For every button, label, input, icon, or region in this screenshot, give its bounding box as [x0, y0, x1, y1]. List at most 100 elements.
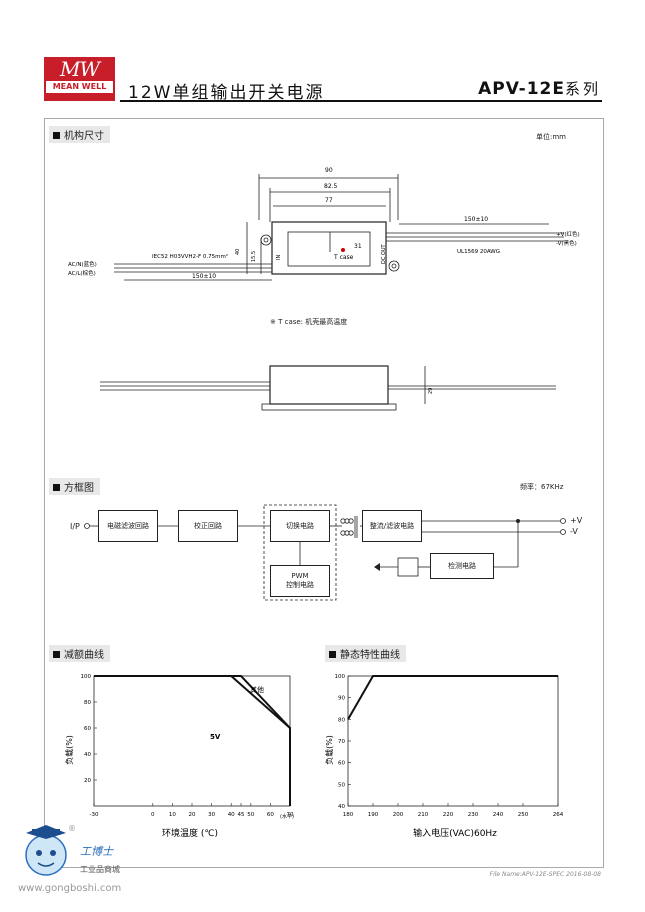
ac-n-label: AC/N(蓝色) [68, 260, 97, 268]
dim-length-left: 150±10 [192, 273, 216, 280]
in-label: IN [276, 255, 282, 260]
static-y-tick-label: 80 [338, 717, 345, 723]
v-minus-label: -V(黑色) [556, 239, 577, 247]
ip-label: I/P [70, 522, 80, 531]
section-mechanical-label: 机构尺寸 [64, 131, 104, 142]
tcase-point [341, 248, 345, 252]
derating-y-tick-label: 60 [84, 726, 91, 732]
static-y-tick-label: 50 [338, 782, 345, 788]
derating-x-tick-label: 45 [238, 812, 245, 818]
section-static: 静态特性曲线 [325, 645, 406, 662]
static-ylabel: 负载(%) [324, 735, 334, 765]
derating-x-unit: (水平) [280, 813, 294, 820]
section-static-label: 静态特性曲线 [340, 650, 400, 661]
section-square-icon [53, 651, 60, 658]
static-plot-area [347, 675, 559, 807]
top-view-drawing: 90 82.5 77 40 15.5 31 T case IN DC OUT 1… [68, 167, 580, 281]
derating-x-tick-label: 50 [247, 812, 254, 818]
section-mechanical: 机构尺寸 [49, 126, 110, 143]
section-square-icon [53, 484, 60, 491]
static-x-tick-label: 250 [518, 812, 529, 818]
derating-x-tick-label: 60 [267, 812, 274, 818]
registered-mark: ® [68, 824, 76, 833]
static-x-tick-label: 240 [493, 812, 504, 818]
tcase-label: T case [333, 254, 354, 261]
logo-text: MEAN WELL [46, 81, 113, 93]
page-title: 12W单组输出开关电源 [128, 83, 325, 103]
series-title: APV-12E系列 [478, 78, 601, 99]
watermark-sub: 工业品商城 [80, 865, 120, 874]
series-suffix: 系列 [564, 80, 601, 98]
section-block-diagram: 方框图 [49, 478, 100, 495]
static-x-tick-label: 190 [368, 812, 379, 818]
header-rule [120, 100, 602, 102]
series-model: APV-12E [478, 79, 565, 99]
cable-out-spec: UL1569 20AWG [457, 249, 500, 255]
block-diagram-wires [84, 504, 566, 601]
cable-in-spec: IEC52 H03VVH2-F 0.75mm² [152, 253, 228, 260]
derating-x-tick-label: 70 [287, 812, 294, 818]
mean-well-logo: MW MEAN WELL [44, 57, 115, 101]
static-x-tick-label: 230 [468, 812, 479, 818]
watermark-brand: 工博士 [80, 845, 113, 858]
vplus-out-label: +V [570, 516, 583, 525]
file-name-footer: File Name:APV-12E-SPEC 2016-08-08 [489, 871, 601, 878]
dim-90: 90 [325, 167, 333, 174]
dim-77: 77 [325, 197, 333, 204]
pfc-box: 校正回路 [178, 510, 238, 542]
series-other-label: 其他 [250, 685, 264, 694]
dc-out-label: DC OUT [381, 243, 387, 264]
ac-l-label: AC/L(棕色) [68, 269, 96, 277]
derating-x-tick-label: 20 [189, 812, 196, 818]
switch-box: 切换电路 [270, 510, 330, 542]
watermark-url: www.gongboshi.com [18, 883, 122, 894]
v-plus-label: +V(红色) [556, 230, 580, 238]
static-y-tick-label: 100 [335, 674, 346, 680]
arrow-icon [374, 563, 380, 571]
dim-82-5: 82.5 [324, 183, 338, 190]
static-y-tick-label: 60 [338, 761, 345, 767]
rectifier-box: 整流/滤波电路 [362, 510, 422, 542]
derating-x-tick-label: -30 [90, 812, 99, 818]
derating-y-tick-label: 100 [81, 674, 92, 680]
static-y-tick-label: 70 [338, 739, 345, 745]
detect-box: 检测电路 [430, 553, 494, 579]
static-xlabel: 输入电压(VAC)60Hz [413, 827, 497, 839]
static-x-tick-label: 220 [443, 812, 454, 818]
mascot-logo [25, 825, 67, 876]
derating-y-tick-label: 20 [84, 778, 91, 784]
logo-mark: MW [59, 57, 100, 81]
derating-y-tick-label: 80 [84, 700, 91, 706]
unit-label: 单位:mm [536, 133, 566, 141]
derating-series-line [94, 675, 291, 806]
emi-filter-box: 电磁滤波回路 [98, 510, 158, 542]
derating-xlabel: 环境温度 (℃) [162, 827, 218, 839]
content-frame [44, 118, 604, 868]
dim-15-5: 15.5 [251, 251, 257, 262]
section-block-label: 方框图 [64, 483, 94, 494]
junction-dot [516, 519, 520, 523]
static-x-tick-label: 180 [343, 812, 354, 818]
static-y-tick-label: 90 [338, 696, 345, 702]
vminus-out-label: -V [570, 527, 578, 536]
section-derating-label: 减额曲线 [64, 650, 104, 661]
section-square-icon [53, 132, 60, 139]
section-square-icon [329, 651, 336, 658]
series-5v-label: 5V [210, 733, 221, 741]
dim-31: 31 [354, 243, 362, 250]
derating-x-tick-label: 40 [228, 812, 235, 818]
dim-29: 29 [428, 388, 434, 394]
derating-x-tick-label: 30 [208, 812, 215, 818]
frequency-label: 频率：67KHz [520, 483, 564, 491]
static-x-tick-label: 264 [553, 812, 564, 818]
static-x-tick-label: 200 [393, 812, 404, 818]
derating-ylabel: 负载(%) [64, 735, 74, 765]
dim-length-right: 150±10 [464, 216, 488, 223]
pwm-label: PWM [291, 572, 309, 580]
side-view-drawing: 29 [100, 365, 556, 411]
static-x-tick-label: 210 [418, 812, 429, 818]
derating-x-tick-label: 0 [151, 812, 155, 818]
